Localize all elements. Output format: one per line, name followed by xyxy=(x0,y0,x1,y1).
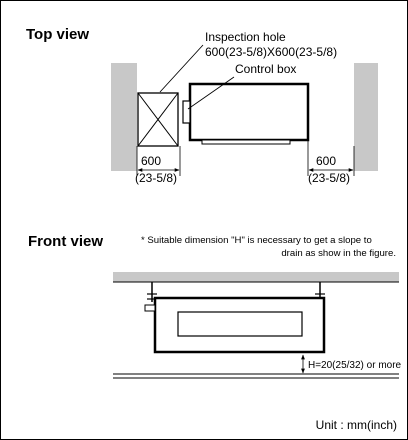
inspection-hole-label: Inspection hole xyxy=(205,30,286,44)
indoor-unit-front xyxy=(144,296,326,354)
inspection-hole-leader xyxy=(159,44,204,93)
indoor-unit-top xyxy=(182,82,310,145)
note-line-2: drain as show in the figure. xyxy=(281,248,396,259)
control-box-label: Control box xyxy=(235,62,296,76)
unit-label: Unit : mm(inch) xyxy=(316,418,397,432)
front-view-title: Front view xyxy=(28,233,103,250)
inspection-hole-size: 600(23-5/8)X600(23-5/8) xyxy=(205,45,337,59)
unit-grille xyxy=(177,311,303,337)
left-dim-value: 600 xyxy=(141,154,161,168)
note-line-1: * Suitable dimension "H" is necessary to… xyxy=(141,235,372,246)
drain-pan xyxy=(201,139,291,145)
control-box-leader xyxy=(187,76,235,110)
control-box xyxy=(182,100,191,124)
h-dimension-label: H=20(25/32) or more xyxy=(308,360,402,371)
ceiling xyxy=(113,272,399,283)
inspection-hole xyxy=(137,92,179,147)
right-clearance-dimension xyxy=(307,140,355,176)
top-view-title: Top view xyxy=(26,26,89,43)
left-clearance-dimension xyxy=(136,146,181,176)
right-wall xyxy=(354,63,378,171)
right-dim-inch: (23-5/8) xyxy=(308,171,350,185)
reference-line xyxy=(113,373,399,379)
left-dim-inch: (23-5/8) xyxy=(135,171,177,185)
right-dim-value: 600 xyxy=(316,154,336,168)
left-wall xyxy=(111,63,137,171)
drain-outlet xyxy=(144,304,156,312)
